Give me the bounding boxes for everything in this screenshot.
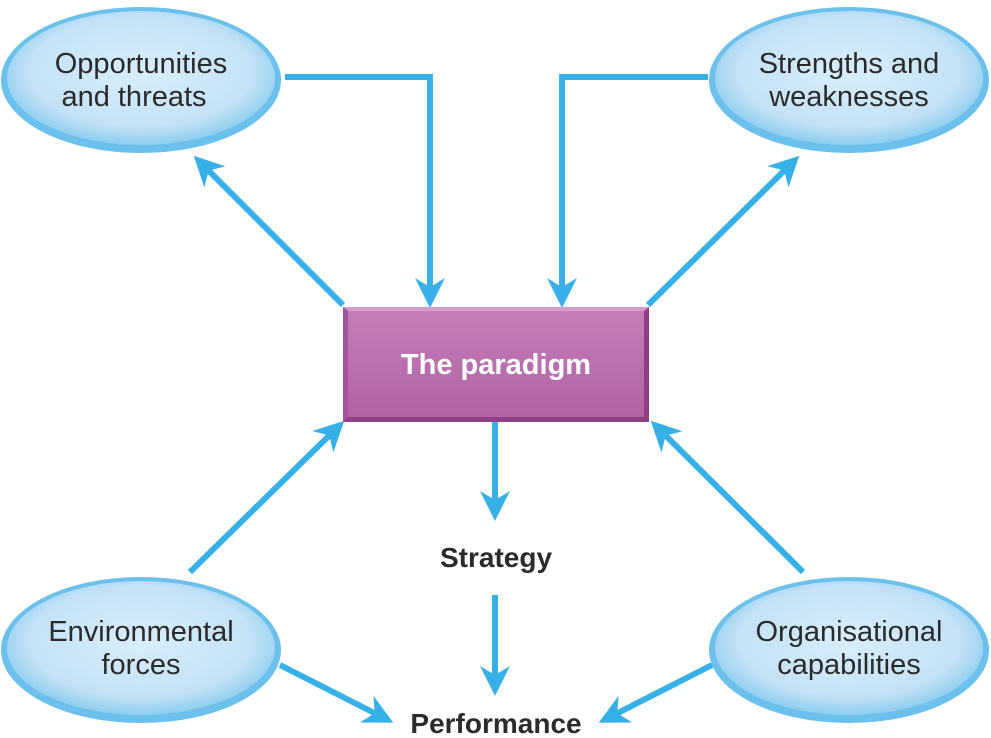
arrow-strengths-to-paradigm	[547, 74, 708, 308]
node-opportunities-and-threats: Opportunities and threats	[1, 7, 281, 153]
strategy-label: Strategy	[440, 542, 552, 573]
node-label: Environmental	[48, 616, 233, 648]
arrow-paradigm-to-opportunities	[193, 155, 346, 308]
node-label: Opportunities	[55, 48, 228, 80]
arrow-environmental-to-paradigm	[187, 420, 345, 575]
paradigm-label: The paradigm	[401, 349, 591, 381]
node-environmental-forces: Environmental forces	[1, 577, 281, 723]
arrow-organisational-to-paradigm	[650, 420, 806, 575]
node-label: Strengths and	[759, 48, 940, 80]
node-strengths-and-weaknesses: Strengths and weaknesses	[709, 7, 989, 153]
node-label: forces	[102, 649, 181, 681]
node-the-paradigm: The paradigm	[343, 307, 649, 422]
node-label: capabilities	[777, 649, 920, 681]
node-label: and threats	[61, 81, 206, 113]
arrow-environmental-to-performance	[278, 662, 394, 723]
node-organisational-capabilities: Organisational capabilities	[709, 577, 989, 723]
arrow-opportunities-to-paradigm	[285, 74, 445, 308]
arrow-paradigm-to-strengths	[645, 155, 800, 308]
performance-label: Performance	[410, 708, 581, 738]
node-label: weaknesses	[768, 81, 929, 113]
node-label: Organisational	[756, 616, 943, 648]
arrow-organisational-to-performance	[598, 662, 714, 723]
arrows	[187, 74, 806, 723]
